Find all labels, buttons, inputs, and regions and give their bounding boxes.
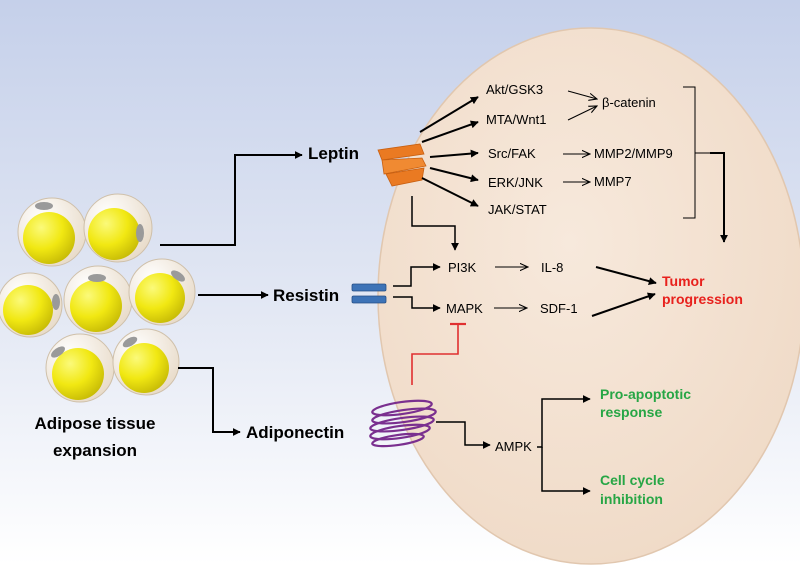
arrow-adiponectin-to-ampk: [436, 421, 491, 449]
leptin-receptor-icon: [377, 143, 427, 187]
adipocyte: [112, 328, 180, 396]
arrow-ampk-to-cellcycle: [541, 447, 591, 495]
adipocyte-cluster: [0, 193, 196, 403]
arrow-bracket-to-tumor: [710, 152, 728, 243]
arrow-leptin-to-pi3k: [411, 196, 459, 251]
src-fak-label: Src/FAK: [488, 146, 536, 161]
arrow-tissue-to-leptin: [160, 151, 303, 246]
adipocyte: [63, 265, 133, 335]
tumor-label-line2: progression: [662, 291, 743, 307]
beta-catenin-label: β-catenin: [602, 95, 656, 110]
arrow-sdf1-to-tumor: [591, 292, 656, 317]
ampk-label: AMPK: [495, 439, 532, 454]
apoptotic-label-line2: response: [600, 404, 662, 420]
adipocyte: [83, 193, 153, 263]
adiponectin-receptor-icon: [369, 399, 437, 448]
cellcycle-label-line2: inhibition: [600, 491, 663, 507]
adipocyte: [17, 197, 87, 267]
erk-jnk-label: ERK/JNK: [488, 175, 543, 190]
arrow-ampk-to-apoptotic: [537, 395, 591, 448]
akt-gsk3-label: Akt/GSK3: [486, 82, 543, 97]
mmp7-label: MMP7: [594, 174, 632, 189]
arrow-akt-to-catenin: [567, 90, 597, 99]
arrow-mta-to-catenin: [567, 106, 597, 121]
sdf1-label: SDF-1: [540, 301, 578, 316]
adiponectin-label: Adiponectin: [246, 423, 344, 442]
il8-label: IL-8: [541, 260, 563, 275]
inhibit-line-adiponectin-mapk: [411, 324, 459, 385]
mmp2-mmp9-label: MMP2/MMP9: [594, 146, 673, 161]
arrow-resistin-to-pi3k: [393, 263, 441, 287]
resistin-receptor-icon: [351, 283, 387, 304]
mta-wnt1-label: MTA/Wnt1: [486, 112, 546, 127]
tissue-label-line2: expansion: [53, 441, 137, 460]
jak-stat-label: JAK/STAT: [488, 202, 547, 217]
adipocyte: [0, 272, 63, 338]
adipocyte: [45, 333, 115, 403]
apoptotic-label-line1: Pro-apoptotic: [600, 386, 691, 402]
arrow-tissue-to-adiponectin: [178, 367, 241, 436]
adipocyte: [128, 258, 196, 326]
pi3k-label: PI3K: [448, 260, 477, 275]
mapk-label: MAPK: [446, 301, 483, 316]
arrow-resistin-to-mapk: [393, 296, 441, 312]
leptin-label: Leptin: [308, 144, 359, 163]
tumor-label-line1: Tumor: [662, 273, 705, 289]
leptin-signal-arrows: [419, 96, 479, 207]
resistin-label: Resistin: [273, 286, 339, 305]
cellcycle-label-line1: Cell cycle: [600, 472, 665, 488]
arrow-il8-to-tumor: [595, 266, 657, 286]
leptin-output-bracket: [683, 86, 710, 219]
tissue-label-line1: Adipose tissue: [35, 414, 156, 433]
